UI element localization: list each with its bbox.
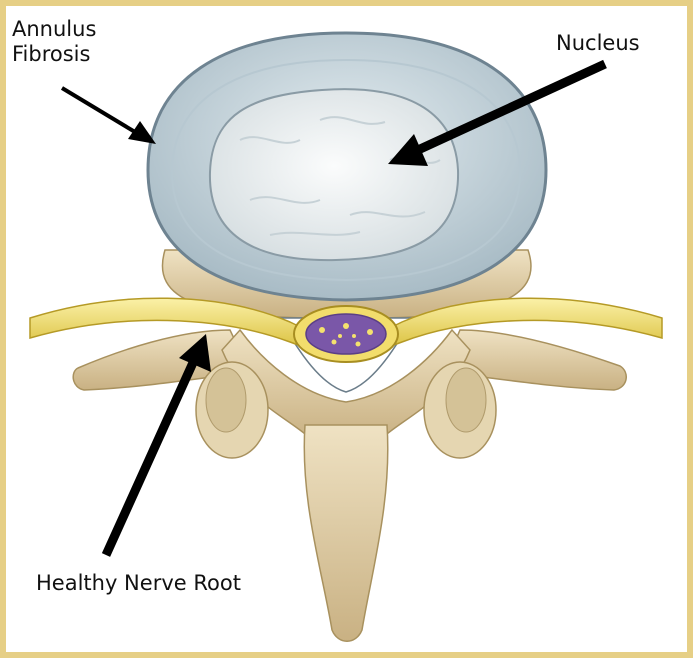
spinous-process bbox=[304, 425, 388, 641]
nucleus-label: Nucleus bbox=[556, 31, 640, 56]
annulus-pointer-arrow-icon bbox=[62, 88, 156, 144]
spinal-cord-core bbox=[306, 314, 386, 354]
annulus-fibrosis-label: Annulus Fibrosis bbox=[12, 17, 96, 67]
left-facet-inner bbox=[206, 368, 246, 432]
right-facet-inner bbox=[446, 368, 486, 432]
healthy-nerve-root-label: Healthy Nerve Root bbox=[36, 571, 241, 596]
